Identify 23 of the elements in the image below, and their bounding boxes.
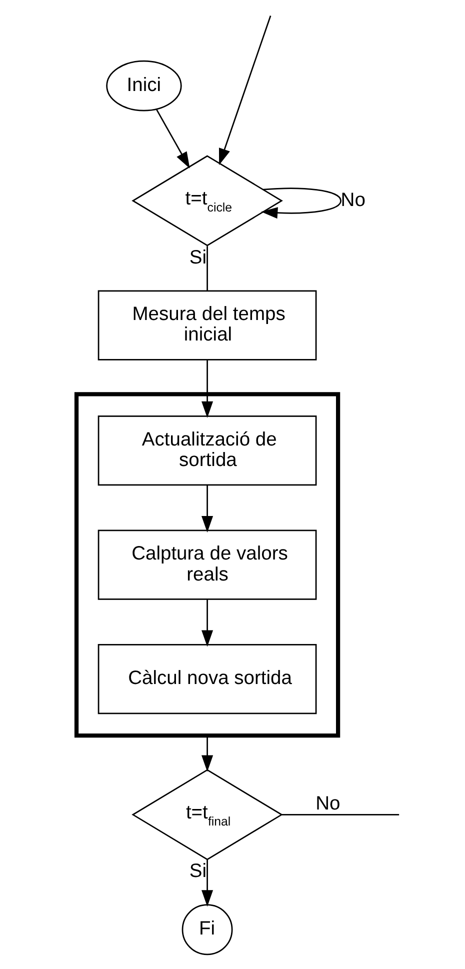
arrow <box>201 736 213 772</box>
node-circle: Fi <box>181 904 232 956</box>
node-diamond: t=t$_{final}$ <box>131 769 282 860</box>
arrow <box>201 860 213 907</box>
node-box: Calptura de valors reals <box>97 530 316 600</box>
edge-label: Si <box>188 248 206 269</box>
node-box: Actualització de sortida <box>97 415 316 486</box>
cluster <box>74 392 340 738</box>
arrow <box>201 600 213 647</box>
arrow <box>201 485 213 532</box>
node-ellipse: Inici <box>106 60 182 112</box>
edge-label: No <box>315 793 340 814</box>
arrow <box>201 360 213 418</box>
edge-label: Si <box>188 860 206 882</box>
edge-label: No <box>340 190 365 211</box>
connector <box>281 814 399 816</box>
arrow <box>260 188 341 219</box>
connector <box>206 246 208 291</box>
node-box: Càlcul nova sortida <box>97 644 316 714</box>
arrow <box>155 109 190 168</box>
node-box: Mesura del temps inicial <box>97 290 316 360</box>
node-diamond: t=t$_{cicle}$ <box>131 155 282 246</box>
arrow <box>218 16 271 166</box>
